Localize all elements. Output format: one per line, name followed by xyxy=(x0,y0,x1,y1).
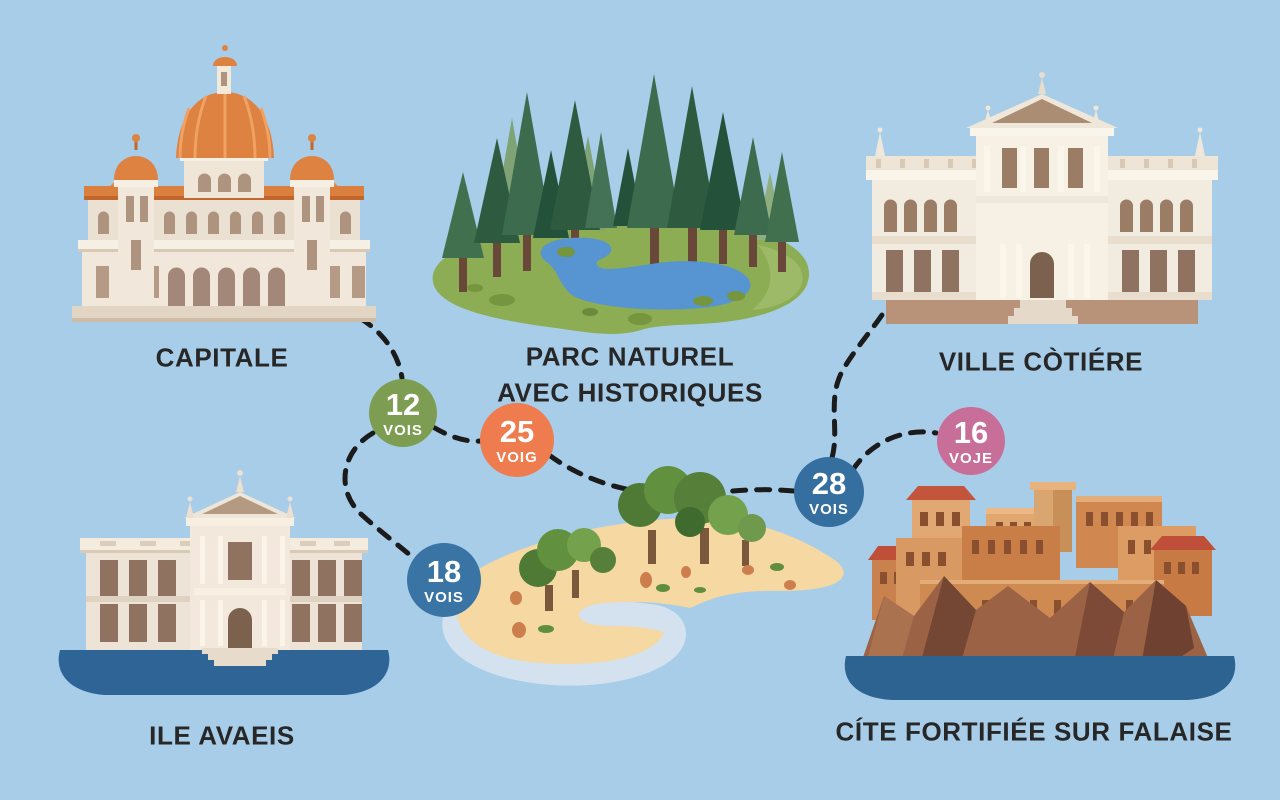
vote-badge-18: 18 VOIS xyxy=(407,543,481,617)
route-capitale-to-badge12 xyxy=(357,315,405,381)
route-badge25-to-badge28 xyxy=(546,452,797,498)
vote-badge-18-unit: VOIS xyxy=(424,588,464,606)
label-parc-line1: PARC NATUREL xyxy=(525,341,735,372)
pine-forest-with-lake-illustration xyxy=(432,74,809,334)
vote-badge-16-value: 16 xyxy=(953,414,989,450)
vote-badge-12-unit: VOIS xyxy=(383,421,423,439)
vote-badge-28-unit: VOIS xyxy=(809,500,849,518)
route-badge28-to-ville xyxy=(829,309,887,461)
label-ville: VILLE CÒTIÉRE xyxy=(938,346,1144,377)
route-badge12-to-badge18 xyxy=(342,430,419,563)
park-lake xyxy=(540,237,751,310)
label-cite: CÍTE FORTIFIÉE SUR FALAISE xyxy=(835,716,1233,747)
vote-badge-28: 28 VOIS xyxy=(794,457,864,527)
vote-badge-18-value: 18 xyxy=(426,553,462,589)
vote-badge-16: 16 VOJE xyxy=(937,407,1005,475)
route-badge28-to-badge16 xyxy=(849,429,939,474)
palace-on-blue-island-illustration xyxy=(58,470,390,695)
city-water-base xyxy=(844,656,1236,700)
island-base xyxy=(58,650,390,695)
vote-badge-25-unit: VOIG xyxy=(496,448,538,466)
label-parc-line2: AVEC HISTORIQUES xyxy=(497,377,763,408)
classical-coastal-mansion-illustration xyxy=(866,72,1218,324)
label-capitale: CAPITALE xyxy=(155,342,289,373)
vote-badge-28-value: 28 xyxy=(811,465,847,501)
vote-badge-12: 12 VOIS xyxy=(369,379,437,447)
fortified-clifftop-city-illustration xyxy=(844,482,1236,700)
vote-badge-25: 25 VOIG xyxy=(480,403,554,477)
route-paths xyxy=(342,309,939,580)
vote-badge-25-value: 25 xyxy=(499,413,535,449)
vote-badge-16-unit: VOJE xyxy=(948,449,994,467)
domed-capitol-building-illustration xyxy=(72,45,376,322)
route-badge12-to-badge25 xyxy=(430,424,484,444)
label-ile: ILE AVAEIS xyxy=(149,720,295,751)
vote-badge-12-value: 12 xyxy=(385,386,421,422)
sandy-beach-island-illustration xyxy=(442,466,844,686)
